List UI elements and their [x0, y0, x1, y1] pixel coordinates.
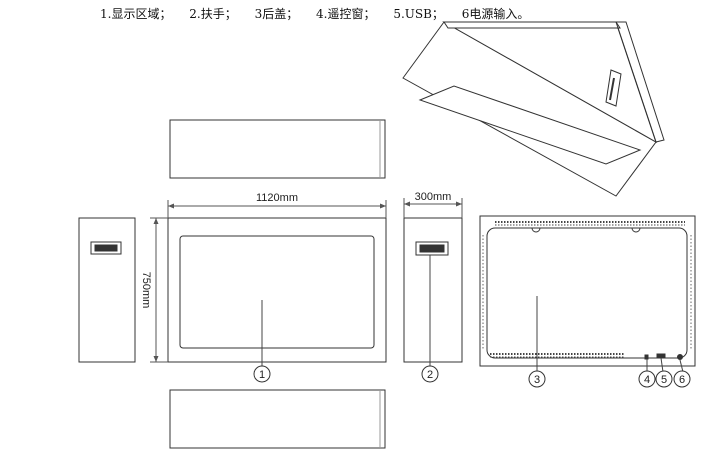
legend-item-remote-window: 4.遥控窗；	[316, 7, 376, 21]
left-handle	[90, 241, 122, 255]
callout-4-label: 4	[644, 374, 650, 386]
callouts	[253, 365, 691, 388]
callout-3-label: 3	[534, 374, 540, 386]
callout-2	[421, 365, 439, 383]
power-input	[677, 354, 683, 360]
callout-3	[528, 370, 546, 388]
callout-4	[638, 370, 656, 388]
legend-item-usb: 5.USB；	[393, 7, 444, 21]
right-side-view	[403, 217, 463, 366]
height-dimension	[150, 217, 168, 363]
width-label: 1120mm	[256, 192, 298, 204]
top-view	[169, 119, 386, 179]
depth-label: 300mm	[415, 191, 452, 203]
callout-6-label: 6	[679, 374, 685, 386]
width-dimension	[167, 200, 387, 218]
callout-1	[253, 365, 271, 383]
front-view	[167, 217, 387, 366]
legend-item-back-cover: 3后盖；	[254, 7, 299, 21]
display-area	[179, 235, 375, 349]
usb-port	[656, 353, 666, 359]
callout-5-label: 5	[661, 374, 667, 386]
legend-item-handle: 2.扶手；	[189, 7, 237, 21]
callout-5	[655, 370, 673, 388]
callout-2-label: 2	[427, 369, 433, 381]
rear-view	[479, 215, 696, 373]
left-side-view	[78, 217, 136, 363]
bottom-view	[169, 389, 386, 449]
iso-display-area	[418, 85, 642, 165]
right-handle	[415, 241, 449, 256]
back-cover	[486, 227, 688, 359]
isometric-view	[402, 21, 665, 197]
callout-1-label: 1	[259, 369, 265, 381]
remote-window	[644, 354, 649, 360]
legend-item-power-input: 6电源输入。	[461, 7, 530, 21]
callout-6	[673, 370, 691, 388]
legend: 1.显示区域； 2.扶手； 3后盖； 4.遥控窗； 5.USB； 6电源输入。	[100, 5, 543, 23]
depth-dimension	[403, 198, 463, 218]
legend-item-display-area: 1.显示区域；	[100, 7, 172, 21]
height-label: 750mm	[140, 272, 152, 309]
